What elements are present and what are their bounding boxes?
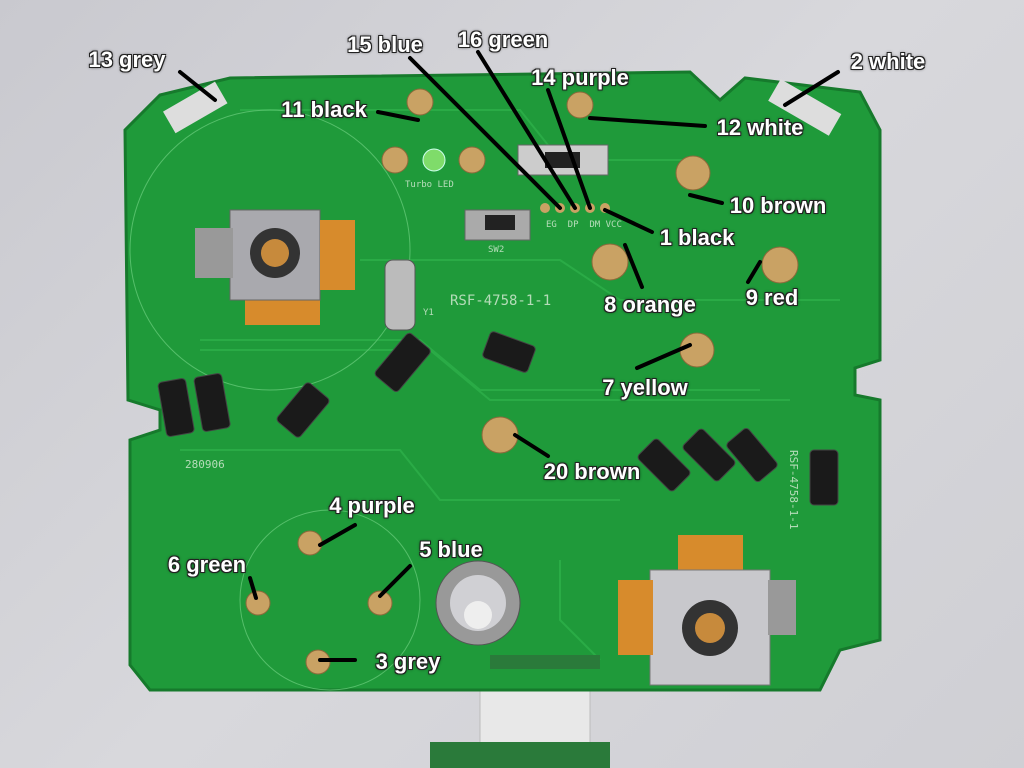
left-joystick <box>195 209 355 325</box>
silk-pins: EG DP DM VCC <box>546 220 622 230</box>
leader-7 <box>635 343 692 370</box>
label-7-yellow: 7 yellow <box>602 375 688 400</box>
leader-20 <box>513 433 550 458</box>
leader-6 <box>248 576 258 600</box>
leader-5 <box>378 564 412 598</box>
label-4-purple: 4 purple <box>329 493 415 518</box>
label-9-red: 9 red <box>745 285 799 310</box>
right-joystick <box>618 535 796 686</box>
terminal-left <box>163 81 228 134</box>
label-1-black: 1 black <box>659 225 735 250</box>
terminal-right <box>768 79 842 136</box>
traces <box>129 109 840 691</box>
leader-10 <box>688 193 724 205</box>
label-13-grey: 13 grey <box>88 47 166 72</box>
silk-sw2: SW2 <box>488 245 505 255</box>
leader-lines <box>178 50 840 662</box>
label-15-blue: 15 blue <box>347 32 423 57</box>
leader-13 <box>178 70 217 102</box>
leader-8 <box>623 243 644 289</box>
leader-11 <box>376 110 420 122</box>
silk-date-code: 280906 <box>185 458 225 471</box>
label-20-brown: 20 brown <box>543 459 641 484</box>
label-6-green: 6 green <box>167 552 247 577</box>
center-button <box>435 560 521 646</box>
label-3-grey: 3 grey <box>375 649 441 674</box>
leader-12 <box>588 116 707 128</box>
leader-16 <box>476 50 577 210</box>
leader-4 <box>318 523 357 547</box>
silk-part-number: RSF-4758-1-1 <box>450 293 552 309</box>
leader-15 <box>408 56 562 210</box>
turbo-led <box>422 148 446 172</box>
label-16-green: 16 green <box>457 27 549 52</box>
label-2-white: 2 white <box>850 49 926 74</box>
leader-9 <box>746 260 762 284</box>
crystal-y1 <box>384 259 416 331</box>
label-11-black: 11 black <box>281 97 367 122</box>
label-14-purple: 14 purple <box>531 65 629 90</box>
leader-14 <box>546 88 592 210</box>
label-8-orange: 8 orange <box>604 292 696 317</box>
label-12-white: 12 white <box>716 115 804 140</box>
silk-turbo-led: Turbo LED <box>405 180 454 190</box>
label-10-brown: 10 brown <box>729 193 827 218</box>
silk-y1: Y1 <box>423 308 434 318</box>
connector-board <box>430 742 610 768</box>
silk-part-number-side: RSF-4758-1-1 <box>787 450 800 530</box>
leader-1 <box>603 208 654 234</box>
capacitors <box>157 331 839 506</box>
label-5-blue: 5 blue <box>419 537 483 562</box>
leader-2 <box>783 70 840 107</box>
contact-pads <box>245 88 799 675</box>
